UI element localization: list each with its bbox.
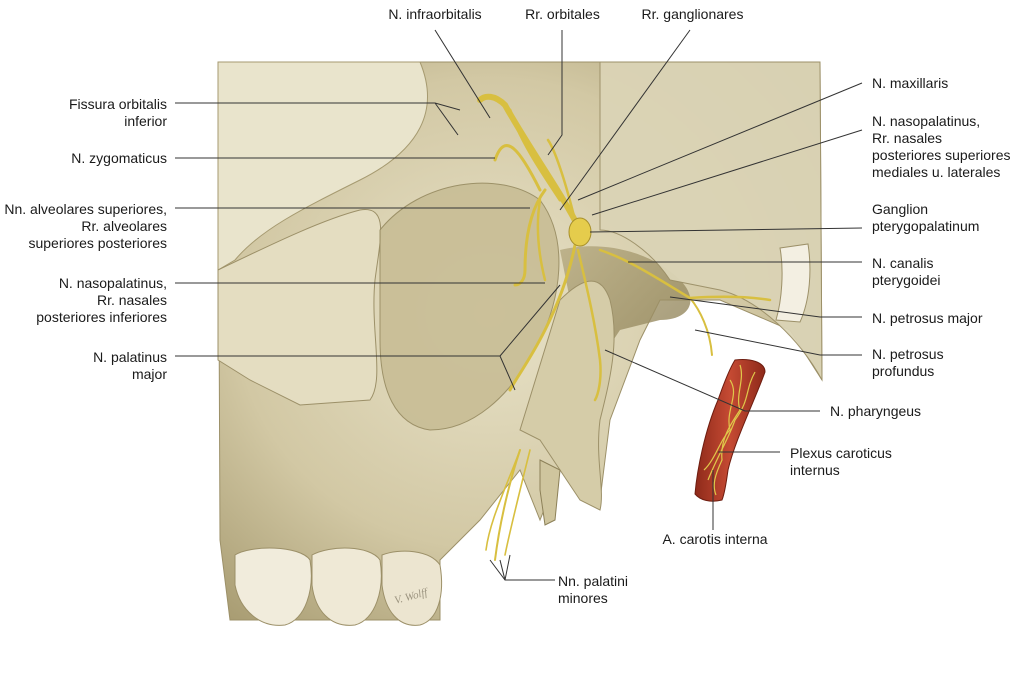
carotid-plexus xyxy=(703,364,756,496)
orbit-rim xyxy=(217,61,428,271)
label-ganglion-pterygopalatinum: Ganglion pterygopalatinum xyxy=(872,201,980,234)
label-n-nasopalatinus-inferior: N. nasopalatinus, Rr. nasales posteriore… xyxy=(36,275,167,325)
label-fissura-orbitalis: Fissura orbitalis inferior xyxy=(68,96,167,129)
molar-3 xyxy=(381,550,443,626)
ganglion xyxy=(568,217,592,247)
label-n-petrosus-profundus: N. petrosus profundus xyxy=(872,346,944,379)
label-n-palatinus-major: N. palatinus major xyxy=(93,349,167,382)
label-plexus-caroticus: Plexus caroticus internus xyxy=(790,445,892,478)
label-n-maxillaris: N. maxillaris xyxy=(872,75,949,91)
pterygoid-plate xyxy=(519,280,615,511)
molar-2 xyxy=(311,547,382,626)
leader-lines xyxy=(175,29,863,581)
molar-1 xyxy=(234,547,312,626)
label-a-carotis-interna: A. carotis interna xyxy=(662,531,768,547)
label-n-infraorbitalis: N. infraorbitalis xyxy=(388,6,482,22)
label-nn-alveolares: Nn. alveolares superiores, Rr. alveolare… xyxy=(4,201,167,251)
nerve-group xyxy=(477,93,772,561)
pterygoid-hamulus xyxy=(539,459,561,526)
label-n-nasopalatinus-superior: N. nasopalatinus, Rr. nasales posteriore… xyxy=(872,113,1011,180)
label-nn-palatini-minores: Nn. palatini minores xyxy=(558,573,629,606)
label-n-petrosus-major: N. petrosus major xyxy=(872,310,983,326)
label-rr-ganglionares: Rr. ganglionares xyxy=(641,6,744,22)
label-n-pharyngeus: N. pharyngeus xyxy=(830,403,922,419)
label-rr-orbitales: Rr. orbitales xyxy=(525,6,600,22)
label-n-zygomaticus: N. zygomaticus xyxy=(71,150,167,166)
label-n-canalis-pterygoidei: N. canalis pterygoidei xyxy=(872,255,941,288)
